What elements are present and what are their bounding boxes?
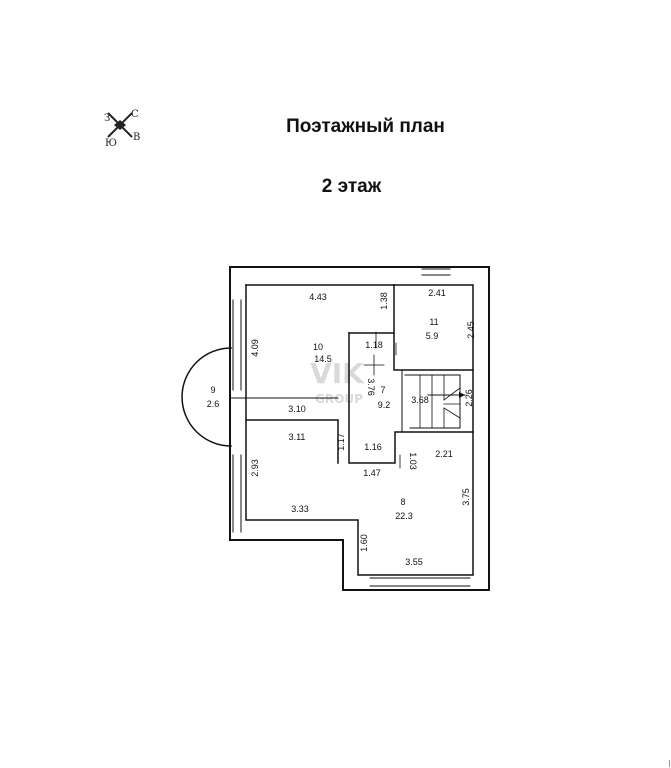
dimension-label: 1.47 <box>363 468 381 478</box>
dimension-label: 3.76 <box>366 378 376 396</box>
dimension-label: 1.18 <box>365 340 383 350</box>
dimension-label: 2.41 <box>428 288 446 298</box>
dimension-label: 2.93 <box>250 459 260 477</box>
room-7-area: 9.2 <box>378 400 391 410</box>
dimension-label: 4.43 <box>309 292 327 302</box>
dimension-label: 3.68 <box>411 395 429 405</box>
dimension-label: 2.21 <box>435 449 453 459</box>
dimension-label: 3.55 <box>405 557 423 567</box>
dimension-label: 1.03 <box>408 452 418 470</box>
room-11-id: 11 <box>429 317 438 327</box>
dimension-label: 2.26 <box>464 389 474 407</box>
page-edge-mark <box>669 760 670 767</box>
room-10-area: 14.5 <box>314 354 332 364</box>
dimension-label: 3.11 <box>289 432 306 442</box>
compass-south: Ю <box>105 138 117 149</box>
room-8-id: 8 <box>400 497 405 507</box>
compass-north: С <box>131 109 139 120</box>
compass-icon: С З В Ю <box>104 109 140 149</box>
room-10-id: 10 <box>313 342 323 352</box>
dimension-label: 1.16 <box>364 442 382 452</box>
dimension-label: 1.60 <box>359 534 369 552</box>
dimension-label: 3.33 <box>291 504 309 514</box>
room-8-area: 22.3 <box>395 511 413 521</box>
watermark-logo: VIK <box>310 357 365 390</box>
dimension-label: 4.09 <box>250 339 260 357</box>
floor-label: 2 этаж <box>321 176 382 197</box>
room-9-area: 2.6 <box>207 399 220 409</box>
room-11-area: 5.9 <box>426 331 439 341</box>
compass-west: З <box>104 113 110 124</box>
dimension-label: 1.38 <box>379 292 389 310</box>
watermark-sub: GROUP <box>315 392 363 406</box>
compass-east: В <box>133 132 140 143</box>
dimension-label: 3.10 <box>288 404 306 414</box>
dimension-label: 3.75 <box>461 488 471 506</box>
dimension-label: 2.45 <box>466 321 476 339</box>
dimension-label: 1.17 <box>336 433 346 451</box>
room-7-id: 7 <box>380 385 385 395</box>
plan-title: Поэтажный план <box>286 116 445 137</box>
room-9-id: 9 <box>210 385 215 395</box>
